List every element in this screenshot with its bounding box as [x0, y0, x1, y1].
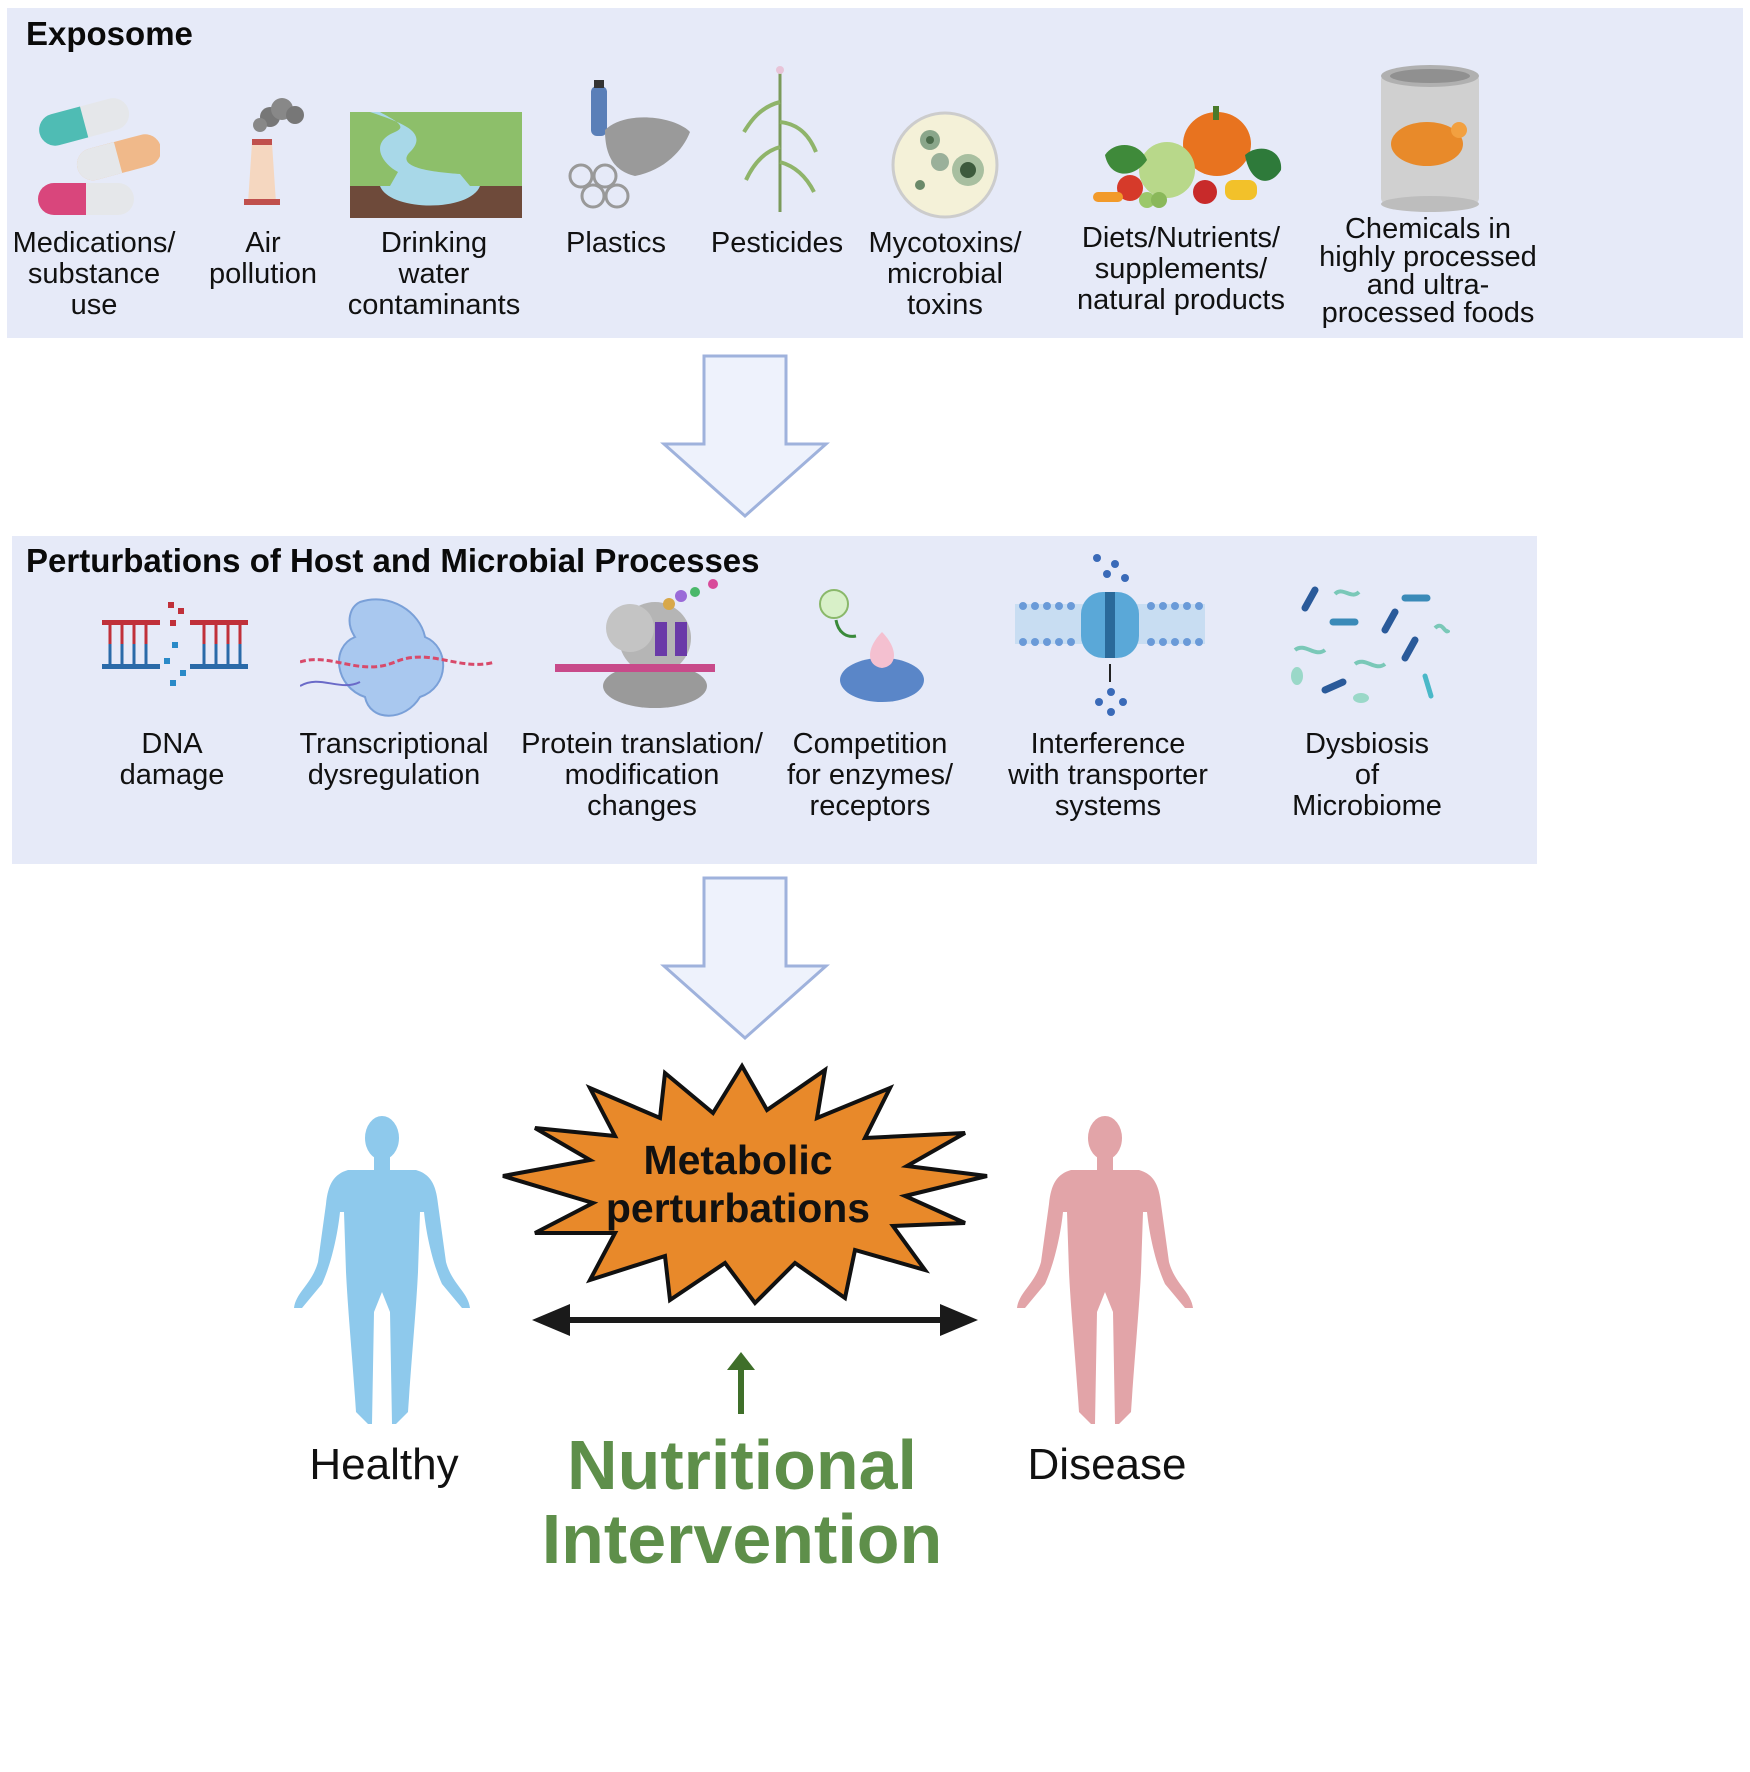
healthy-label: Healthy — [309, 1440, 459, 1489]
receptor-binding-icon — [819, 589, 924, 702]
exposome-label-plastics: Plastics — [566, 227, 666, 259]
exposome-label-diets: Diets/Nutrients/ supplements/ natural pr… — [1077, 222, 1285, 316]
exposome-label-pesticides: Pesticides — [710, 227, 844, 259]
perturbations-title: Perturbations of Host and Microbial Proc… — [26, 542, 760, 579]
exposome-label-air: Air pollution — [208, 227, 318, 290]
healthy-human-icon — [294, 1116, 470, 1424]
ribosome-icon — [555, 579, 718, 708]
plastic-waste-icon — [568, 80, 690, 209]
exposome-label-mycotoxins: Mycotoxins/ microbial toxins — [868, 227, 1022, 321]
down-arrow-1 — [660, 354, 830, 519]
bacteria-icon — [1291, 586, 1450, 703]
perturbation-label-dysbiosis: Dysbiosis of Microbiome — [1292, 728, 1442, 822]
exposome-label-chemicals: Chemicals in highly processed and ultra-… — [1319, 213, 1537, 329]
vegetables-icon — [1093, 106, 1282, 208]
perturbations-panel — [12, 536, 1537, 864]
exposome-label-water: Drinking water contaminants — [347, 227, 521, 321]
perturbation-label-transcription: Transcriptional dysregulation — [299, 728, 489, 791]
exposome-label-medications: Medications/ substance use — [12, 227, 176, 321]
disease-label: Disease — [1027, 1440, 1187, 1489]
perturbation-label-dna: DNA damage — [119, 728, 225, 791]
nutritional-intervention-label: Nutritional Intervention — [541, 1426, 943, 1578]
healthy-disease-double-arrow — [532, 1304, 978, 1336]
membrane-transporter-icon — [1015, 554, 1205, 716]
intervention-up-arrow — [727, 1352, 755, 1414]
rna-polymerase-icon — [300, 598, 495, 717]
river-icon — [350, 112, 522, 218]
petri-dish-icon — [891, 111, 999, 219]
crop-plant-icon — [742, 66, 818, 212]
smokestack-icon — [244, 98, 304, 205]
metabolic-perturbations-text: Metabolic perturbations — [605, 1137, 871, 1231]
exposome-title: Exposome — [26, 15, 193, 52]
down-arrow-2 — [660, 876, 830, 1041]
perturbation-label-competition: Competition for enzymes/ receptors — [787, 728, 953, 822]
metabolic-burst — [502, 1062, 988, 1307]
perturbation-label-transporter: Interference with transporter systems — [1008, 728, 1208, 822]
capsules-icon — [38, 98, 160, 215]
disease-human-icon — [1017, 1116, 1193, 1424]
perturbation-label-protein: Protein translation/ modification change… — [521, 728, 763, 822]
canned-chicken-icon — [1381, 65, 1479, 212]
dna-damage-icon — [102, 602, 248, 686]
